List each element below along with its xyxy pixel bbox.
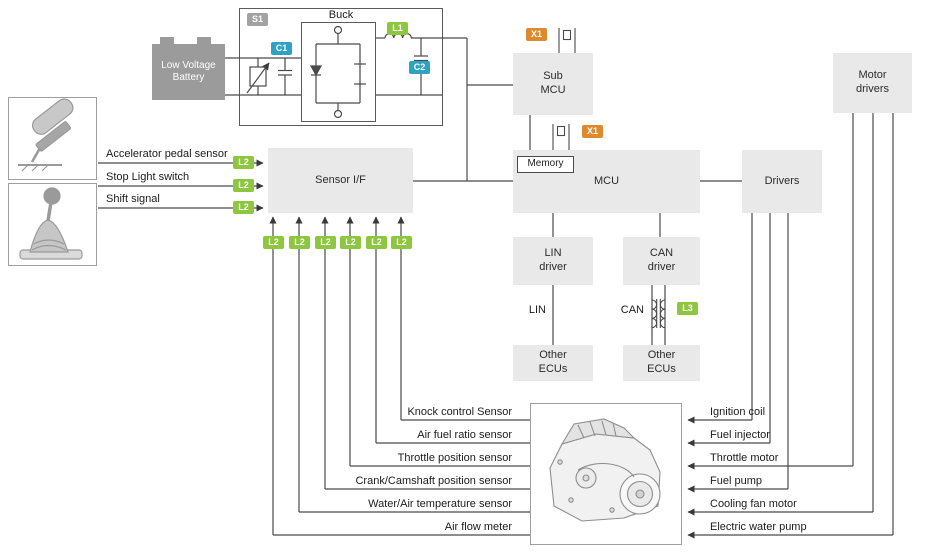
l2-tag: L2 — [366, 236, 387, 249]
x1-sub-mcu-tag: X1 — [526, 28, 547, 41]
l2-tag: L2 — [263, 236, 284, 249]
input-label: Shift signal — [106, 193, 160, 205]
battery-terminal — [160, 37, 174, 45]
l2-tag: L2 — [391, 236, 412, 249]
l2-tag: L2 — [340, 236, 361, 249]
input-label: Accelerator pedal sensor — [106, 148, 228, 160]
can-driver-block: CAN driver — [623, 237, 700, 285]
lin-driver-block: LIN driver — [513, 237, 593, 285]
other-ecus-can-block: Other ECUs — [623, 345, 700, 381]
engine-sensor-lines — [269, 216, 530, 536]
lin-driver-label: LIN driver — [539, 247, 567, 273]
engine-sensor-label: Throttle position sensor — [397, 452, 512, 464]
drivers-block: Drivers — [742, 150, 822, 213]
sub-mcu-label: Sub MCU — [540, 70, 566, 96]
other-ecus-lin-block: Other ECUs — [513, 345, 593, 381]
input-label: Stop Light switch — [106, 171, 190, 183]
actuator-label: Ignition coil — [710, 406, 766, 418]
mcu-block: MCU Memory — [513, 150, 700, 213]
memory-block: Memory — [517, 156, 574, 173]
actuator-label: Fuel injector — [710, 429, 770, 441]
x1-mcu-tag: X1 — [582, 125, 603, 138]
drivers-label: Drivers — [764, 174, 800, 187]
mcu-label: MCU — [593, 174, 620, 187]
battery-terminal — [197, 37, 211, 45]
choke-icon — [651, 299, 666, 329]
l1-tag: L1 — [387, 22, 408, 35]
buck-title: Buck — [328, 9, 354, 21]
actuator-label: Electric water pump — [710, 521, 807, 533]
l2-tag: L2 — [233, 156, 254, 169]
actuator-label: Cooling fan motor — [710, 498, 797, 510]
actuator-label: Fuel pump — [710, 475, 762, 487]
c1-tag: C1 — [271, 42, 292, 55]
sensor-if-label: Sensor I/F — [315, 173, 366, 186]
sub-mcu-block: Sub MCU — [513, 53, 593, 115]
motor-drivers-label: Motor drivers — [855, 69, 889, 95]
motor-drivers-block: Motor drivers — [833, 53, 912, 113]
low-voltage-battery: Low Voltage Battery — [152, 44, 225, 100]
can-driver-label: CAN driver — [647, 247, 676, 273]
pedal-image-box — [8, 97, 97, 180]
crystal-icon-sub-mcu — [558, 28, 576, 53]
sensor-if-block: Sensor I/F — [268, 148, 413, 213]
c2-tag: C2 — [409, 61, 430, 74]
lin-bus-label: LIN — [528, 304, 546, 316]
battery-label: Low Voltage Battery — [161, 59, 216, 84]
l2-tag: L2 — [233, 201, 254, 214]
s1-tag: S1 — [247, 13, 268, 26]
engine-sensor-label: Air flow meter — [444, 521, 512, 533]
engine-sensor-label: Crank/Camshaft position sensor — [355, 475, 512, 487]
crystal-icon-mcu — [552, 124, 570, 150]
l2-tag: L2 — [289, 236, 310, 249]
engine-image-box — [530, 403, 682, 545]
other-ecus-label: Other ECUs — [647, 349, 676, 375]
shifter-image-box — [8, 183, 97, 266]
other-ecus-label: Other ECUs — [538, 349, 568, 375]
l3-tag: L3 — [677, 302, 698, 315]
l2-tag: L2 — [233, 179, 254, 192]
engine-sensor-label: Water/Air temperature sensor — [368, 498, 512, 510]
engine-sensor-label: Knock control Sensor — [407, 406, 512, 418]
l2-tag: L2 — [315, 236, 336, 249]
actuator-label: Throttle motor — [710, 452, 779, 464]
engine-sensor-label: Air fuel ratio sensor — [417, 429, 512, 441]
can-bus-label: CAN — [620, 304, 644, 316]
buck-bridge-box — [301, 22, 376, 122]
